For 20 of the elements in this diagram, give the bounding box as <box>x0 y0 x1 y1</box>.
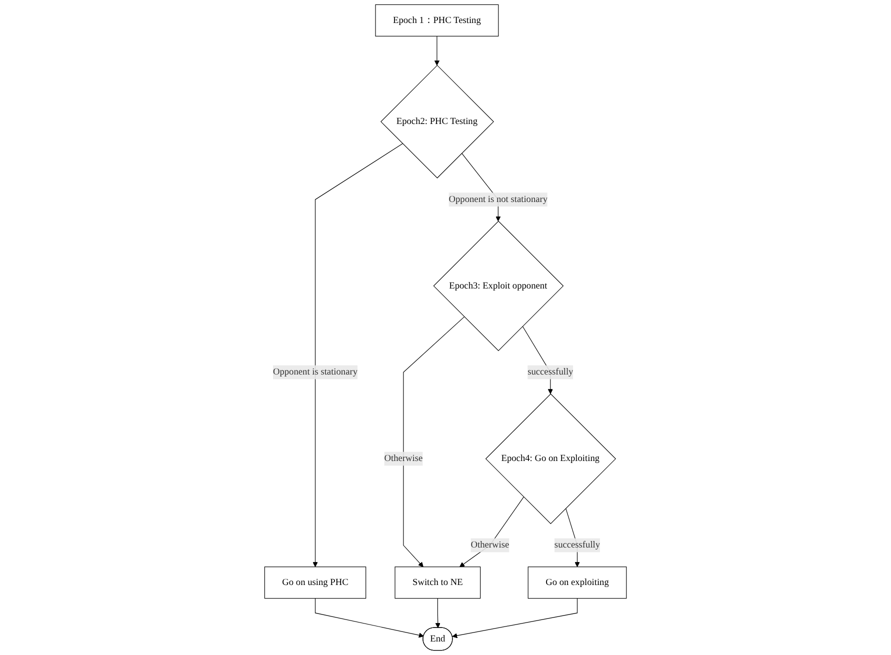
arrow <box>459 496 524 568</box>
arrow <box>452 598 578 638</box>
node-box: Switch to NE <box>394 566 481 599</box>
arrow <box>434 36 440 66</box>
node-diamond: Epoch3: Exploit opponent <box>433 220 564 352</box>
edge-label: Otherwise <box>384 454 423 464</box>
node-diamond: Epoch4: Go on Exploiting <box>485 393 616 524</box>
arrow <box>435 598 440 628</box>
arrow <box>312 143 403 568</box>
edge-label: Opponent is not stationary <box>448 194 548 204</box>
edge-label: Opponent is stationary <box>272 367 358 377</box>
edge-label: successfully <box>554 540 600 550</box>
arrow <box>403 316 465 568</box>
node-box: Epoch 1：PHC Testing <box>375 4 499 36</box>
edge-label: successfully <box>528 367 574 377</box>
edge-label: Otherwise <box>470 540 510 550</box>
node-box: Go on using PHC <box>264 566 366 599</box>
node-diamond: Epoch2: PHC Testing <box>380 64 494 178</box>
arrow <box>314 598 424 638</box>
node-box: Go on exploiting <box>528 566 627 599</box>
